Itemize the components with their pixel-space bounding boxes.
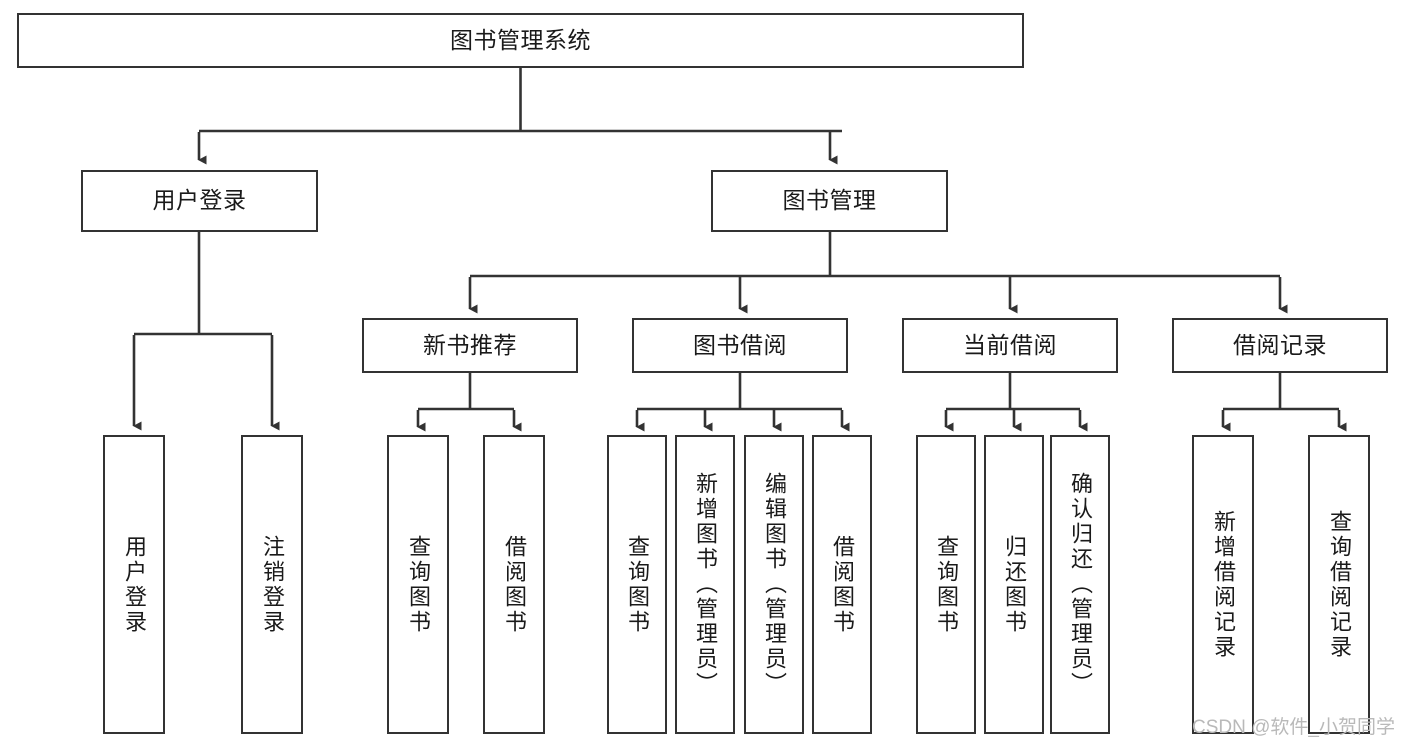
node-user-login[interactable]: 用户登录 — [81, 170, 318, 232]
leaf-query-book-3-label: 查询图书 — [933, 534, 959, 635]
node-book-manage[interactable]: 图书管理 — [711, 170, 948, 232]
leaf-query-book-2-label: 查询图书 — [624, 534, 650, 635]
node-new-book-rec[interactable]: 新书推荐 — [362, 318, 578, 373]
node-book-borrow-label: 图书借阅 — [693, 331, 787, 358]
leaf-borrow-book-2-label: 借阅图书 — [829, 534, 855, 635]
leaf-query-book-2[interactable]: 查询图书 — [607, 435, 667, 734]
leaf-borrow-book-1-label: 借阅图书 — [501, 534, 527, 635]
node-book-borrow[interactable]: 图书借阅 — [632, 318, 848, 373]
node-new-book-rec-label: 新书推荐 — [423, 331, 517, 358]
leaf-user-login[interactable]: 用户登录 — [103, 435, 165, 734]
node-current-borrow-label: 当前借阅 — [963, 331, 1057, 358]
leaf-edit-book-label: 编辑图书（管理员） — [761, 472, 787, 697]
leaf-edit-book[interactable]: 编辑图书（管理员） — [744, 435, 804, 734]
node-user-login-label: 用户登录 — [152, 187, 247, 214]
leaf-query-book-1[interactable]: 查询图书 — [387, 435, 449, 734]
leaf-borrow-book-1[interactable]: 借阅图书 — [483, 435, 545, 734]
leaf-add-book[interactable]: 新增图书（管理员） — [675, 435, 735, 734]
leaf-return-book[interactable]: 归还图书 — [984, 435, 1044, 734]
leaf-query-book-1-label: 查询图书 — [405, 534, 431, 635]
node-current-borrow[interactable]: 当前借阅 — [902, 318, 1118, 373]
leaf-borrow-book-2[interactable]: 借阅图书 — [812, 435, 872, 734]
leaf-confirm-return-label: 确认归还（管理员） — [1067, 472, 1093, 697]
node-root[interactable]: 图书管理系统 — [17, 13, 1024, 68]
leaf-query-record-label: 查询借阅记录 — [1326, 509, 1352, 660]
node-root-label: 图书管理系统 — [450, 26, 591, 53]
leaf-logout[interactable]: 注销登录 — [241, 435, 303, 734]
leaf-query-book-3[interactable]: 查询图书 — [916, 435, 976, 734]
leaf-add-record[interactable]: 新增借阅记录 — [1192, 435, 1254, 734]
leaf-return-book-label: 归还图书 — [1001, 534, 1027, 635]
csdn-watermark: CSDN @软件_小贺同学 — [1192, 717, 1395, 738]
leaf-add-record-label: 新增借阅记录 — [1210, 509, 1236, 660]
node-book-manage-label: 图书管理 — [782, 187, 877, 214]
node-borrow-record-label: 借阅记录 — [1233, 331, 1327, 358]
leaf-query-record[interactable]: 查询借阅记录 — [1308, 435, 1370, 734]
leaf-user-login-label: 用户登录 — [121, 534, 147, 635]
node-borrow-record[interactable]: 借阅记录 — [1172, 318, 1388, 373]
leaf-logout-label: 注销登录 — [259, 534, 285, 635]
leaf-confirm-return[interactable]: 确认归还（管理员） — [1050, 435, 1110, 734]
leaf-add-book-label: 新增图书（管理员） — [692, 472, 718, 697]
